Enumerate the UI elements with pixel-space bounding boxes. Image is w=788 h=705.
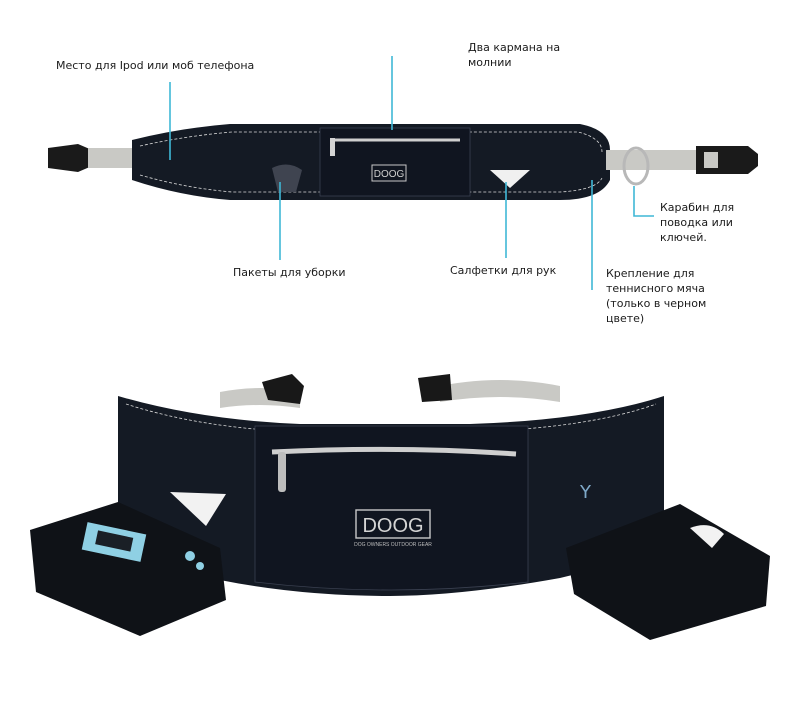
back-buckle-right	[418, 374, 452, 402]
label-waste-bags: Пакеты для уборки	[233, 266, 346, 279]
stitch-line	[139, 131, 603, 153]
back-buckle-left	[262, 374, 304, 404]
label-hand-wipes: Салфетки для рук	[450, 264, 557, 277]
label-ball-holder: Крепление для теннисного мяча (только в …	[606, 267, 707, 325]
label-carabiner: Карабин для поводка или ключей.	[660, 201, 735, 244]
zipper-bottom	[271, 446, 517, 457]
bottom-logo-text: DOOG	[362, 515, 423, 537]
wipes-pack	[30, 502, 226, 636]
top-logo-text: DOOG	[374, 169, 405, 180]
wipes-flap-bottom	[170, 492, 226, 526]
carabiner-icon	[622, 146, 650, 186]
pointer-lines	[169, 56, 654, 290]
stitch-line	[139, 174, 603, 193]
buckle-slot	[704, 152, 718, 168]
back-strap-right	[440, 380, 560, 402]
pointer-carabiner	[633, 186, 654, 217]
logo-box-bottom	[355, 509, 431, 539]
left-buckle	[48, 144, 92, 172]
logo-box	[371, 164, 407, 182]
label-zip-pockets: Два кармана на молнии	[468, 41, 561, 69]
top-belt: DOOG	[48, 124, 758, 200]
center-pocket	[319, 127, 471, 197]
center-pocket-bottom	[254, 425, 529, 591]
wipes-flap	[490, 170, 530, 188]
bottom-logo-tagline: DOG OWNERS OUTDOOR GEAR	[354, 542, 432, 548]
zipper-pull	[330, 138, 335, 156]
bag-roll-pack	[566, 504, 770, 640]
zipper-pull-bottom	[278, 452, 286, 492]
label-phone-pocket: Место для Ipod или моб телефона	[56, 59, 255, 72]
left-strap	[88, 148, 136, 168]
right-strap	[606, 150, 698, 170]
bottom-belt: DOOG DOG OWNERS OUTDOOR GEAR Y	[118, 374, 664, 596]
side-emblem: Y	[579, 482, 592, 503]
